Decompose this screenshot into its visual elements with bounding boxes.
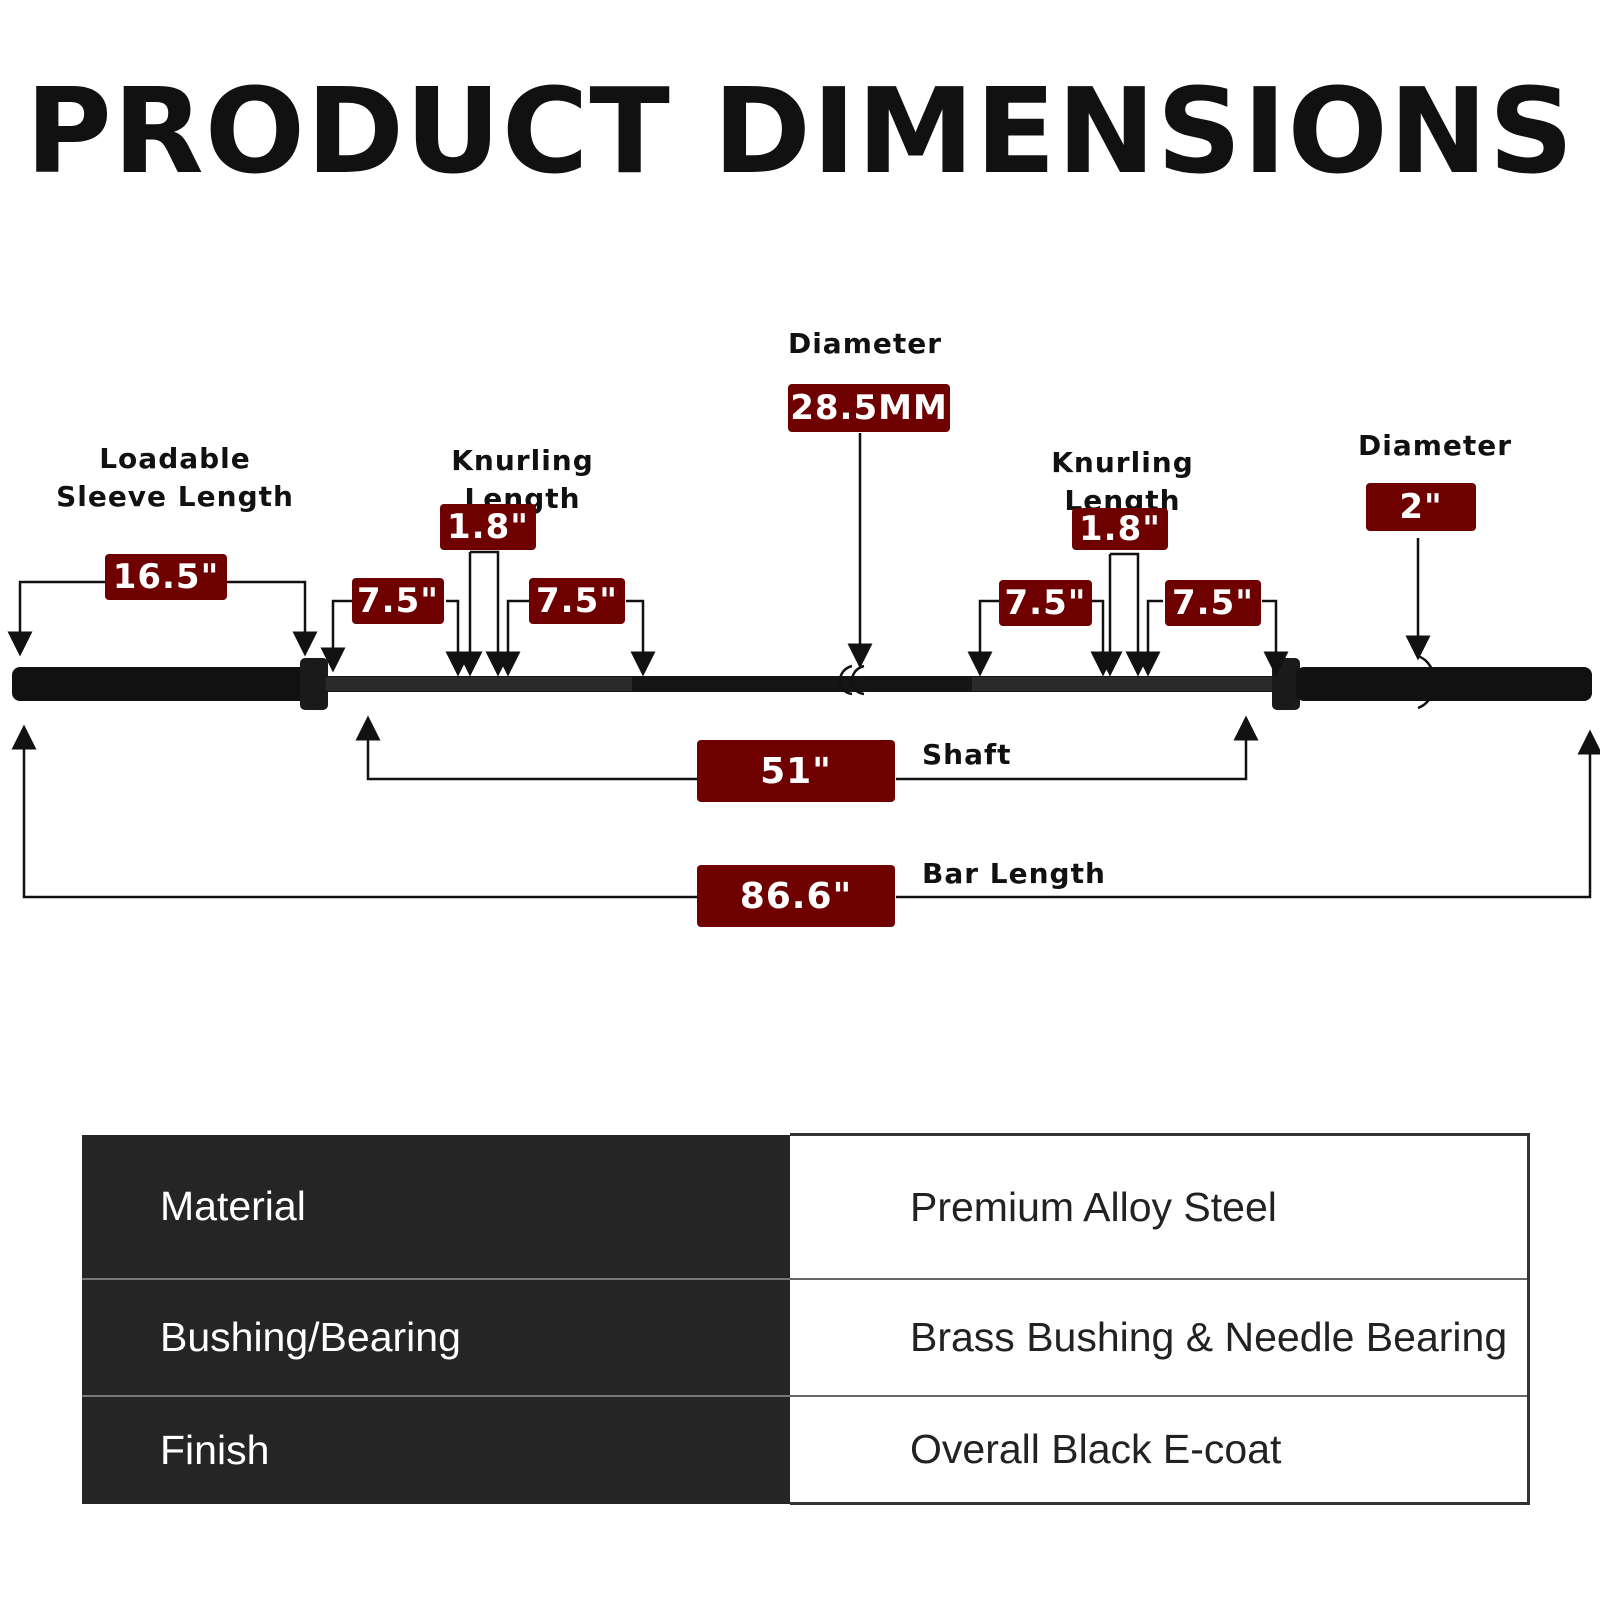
spec-key: Finish (82, 1395, 790, 1504)
table-row: Bushing/Bearing Brass Bushing & Needle B… (82, 1278, 1530, 1396)
page-title: PRODUCT DIMENSIONS (25, 62, 1575, 200)
knurl-left-gap-badge: 1.8" (440, 504, 536, 550)
knurl-right-gap-badge: 1.8" (1072, 508, 1168, 550)
right-sleeve (1296, 667, 1592, 701)
spec-value: Brass Bushing & Needle Bearing (790, 1278, 1530, 1396)
knurl-left-a-badge: 7.5" (352, 578, 444, 624)
knurl-right (972, 677, 1276, 691)
left-sleeve (12, 667, 308, 701)
diameter-center-label: Diameter (787, 327, 943, 360)
diameter-right-label: Diameter (1358, 429, 1513, 462)
shaft-badge: 51" (697, 740, 895, 802)
bar-length-badge: 86.6" (697, 865, 895, 927)
bar-length-label: Bar Length (922, 857, 1106, 890)
left-collar (300, 658, 328, 710)
knurling-left-label: Knurling Length (451, 444, 594, 515)
table-row: Finish Overall Black E-coat (82, 1395, 1530, 1505)
spec-key: Material (82, 1134, 790, 1279)
diameter-center-badge: 28.5MM (788, 384, 950, 432)
shaft-label: Shaft (922, 738, 1012, 771)
sleeve-dim-line (7, 580, 105, 657)
barbell (12, 654, 1592, 710)
shaft-dim-line (355, 715, 697, 781)
knurl-left-dim-line (320, 599, 352, 673)
sleeve-badge: 16.5" (105, 554, 227, 600)
sleeve-label: Loadable Sleeve Length (56, 442, 294, 513)
knurl-right-a-badge: 7.5" (999, 580, 1092, 626)
knurl-right-dim-line (967, 599, 1000, 677)
barbell-diagram (7, 433, 1600, 899)
knurl-right-b-badge: 7.5" (1165, 580, 1261, 626)
bar-length-dim-line (11, 724, 697, 899)
diameter-right-badge: 2" (1366, 483, 1476, 531)
spec-value: Premium Alloy Steel (790, 1133, 1530, 1279)
spec-key: Bushing/Bearing (82, 1278, 790, 1396)
spec-value: Overall Black E-coat (790, 1395, 1530, 1505)
knurl-left (326, 677, 632, 691)
table-row: Material Premium Alloy Steel (82, 1133, 1530, 1279)
knurl-left-b-badge: 7.5" (529, 578, 625, 624)
right-collar (1272, 658, 1300, 710)
specs-table: Material Premium Alloy Steel Bushing/Bea… (82, 1133, 1530, 1505)
